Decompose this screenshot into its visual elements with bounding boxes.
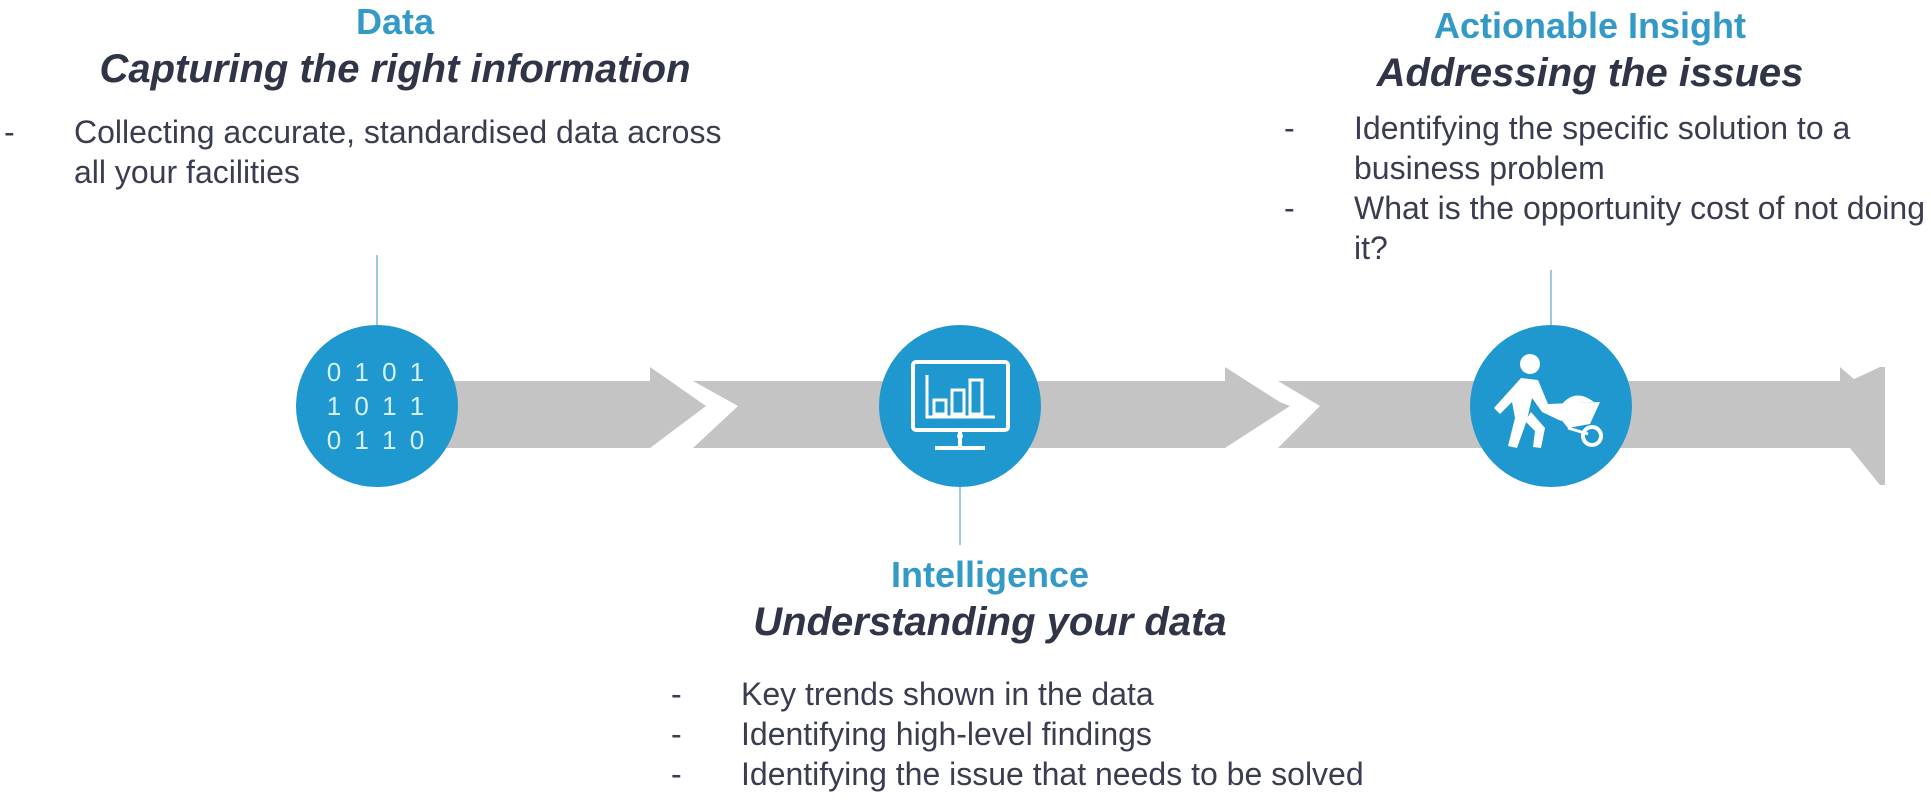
chart-bar-3 <box>968 378 984 416</box>
worker-leg <box>1525 412 1545 448</box>
stage-intelligence-title: Intelligence <box>890 554 1090 595</box>
stage-data-subtitle: Capturing the right information <box>99 47 691 91</box>
bullet-marker: - <box>671 716 682 752</box>
bullet-text: Identifying the issue that needs to be s… <box>741 756 1364 792</box>
bullet-item: - Collecting accurate, standardised data … <box>0 112 740 192</box>
wheelbarrow-tray <box>1548 402 1600 428</box>
bullet-item: - Identifying the issue that needs to be … <box>667 754 1427 794</box>
stage-data-bullets: - Collecting accurate, standardised data … <box>0 112 740 192</box>
bullet-item: - Identifying high-level findings <box>667 714 1427 754</box>
stage-data-heading: Data Capturing the right information <box>80 0 710 94</box>
bullet-text: Identifying the specific solution to a b… <box>1354 110 1851 186</box>
stage-data-title: Data <box>355 1 435 42</box>
bullet-text: Identifying high-level findings <box>741 716 1152 752</box>
bullet-text: What is the opportunity cost of not doin… <box>1354 190 1925 266</box>
monitor-bar-chart-icon <box>879 325 1041 487</box>
bullet-marker: - <box>671 676 682 712</box>
bullet-marker: - <box>1284 190 1295 226</box>
bullet-text: Key trends shown in the data <box>741 676 1154 712</box>
chart-bar-1 <box>932 398 948 416</box>
arrow-head-2 <box>1225 367 1286 448</box>
stage-intelligence-bullets: - Key trends shown in the data - Identifyi… <box>667 674 1427 794</box>
worker-head <box>1520 354 1540 374</box>
chart-axis <box>925 375 995 419</box>
bullet-item: - What is the opportunity cost of not doi… <box>1280 188 1930 268</box>
worker-wheelbarrow-icon <box>1470 325 1632 487</box>
binary-row-2: 1 0 1 1 <box>327 391 428 421</box>
stage-actionable-bullets: - Identifying the specific solution to a … <box>1280 108 1930 268</box>
stage-actionable-title: Actionable Insight <box>1433 5 1746 46</box>
bullet-item: - Identifying the specific solution to a … <box>1280 108 1930 188</box>
wheelbarrow-frame <box>1567 426 1589 436</box>
arrow-segment-1 <box>410 381 700 448</box>
arrow-head-3 <box>1840 367 1885 448</box>
bullet-text: Collecting accurate, standardised data a… <box>74 114 722 190</box>
stage-actionable-subtitle: Addressing the issues <box>1376 51 1804 95</box>
bullet-marker: - <box>1284 110 1295 146</box>
stage-intelligence-heading: Intelligence Understanding your data <box>690 553 1290 647</box>
stage-intelligence-subtitle: Understanding your data <box>753 600 1227 644</box>
bullet-marker: - <box>671 756 682 792</box>
worker-body <box>1494 378 1565 448</box>
monitor-dot <box>957 433 963 439</box>
binary-row-1: 0 1 0 1 <box>327 357 428 387</box>
bullet-marker: - <box>4 114 15 150</box>
stage-intelligence-circle <box>879 325 1041 487</box>
arrow-head-1 <box>650 367 706 448</box>
wheelbarrow-wheel <box>1581 425 1603 447</box>
binary-digits-icon: 0 1 0 1 1 0 1 1 0 1 1 0 <box>296 325 458 487</box>
binary-row-3: 0 1 1 0 <box>327 425 428 455</box>
wheelbarrow-load <box>1562 395 1594 404</box>
stage-data-circle <box>296 325 458 487</box>
stage-actionable-heading: Actionable Insight Addressing the issues <box>1330 4 1850 98</box>
chart-bar-2 <box>950 388 966 416</box>
bullet-item: - Key trends shown in the data <box>667 674 1427 714</box>
